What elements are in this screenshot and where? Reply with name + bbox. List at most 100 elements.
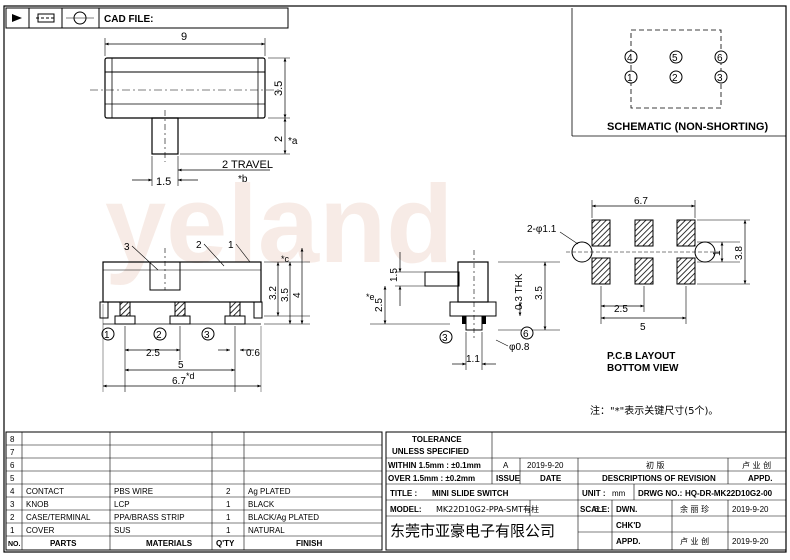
pcb-title-1: P.C.B LAYOUT	[607, 351, 675, 362]
title-value: MINI SLIDE SWITCH	[432, 489, 509, 498]
bom-header-qty: Q'TY	[216, 539, 235, 548]
side-view: 1.5 *e 2.5 3.5 0.3 THK 3 6 φ0.8 1.1	[366, 250, 560, 370]
bom-row-material: PPA/BRASS STRIP	[114, 513, 185, 522]
row-no-8: 8	[10, 435, 15, 444]
cad-file-header: CAD FILE:	[5, 7, 289, 29]
appd-date: 2019-9-20	[732, 537, 769, 546]
pcb-height-dim: 3.8	[734, 246, 745, 260]
bom-row-part: CONTACT	[26, 487, 64, 496]
drwg-value: HQ-DR-MK22D10G2-00	[685, 489, 773, 498]
model-label: MODEL:	[390, 505, 422, 514]
drwg-label: DRWG NO.:	[638, 489, 682, 498]
pcb-span-dim: 5	[640, 322, 646, 333]
unit-label: UNIT :	[582, 489, 606, 498]
appd-value: 卢 业 创	[680, 536, 709, 546]
bom-row-qty: 1	[226, 500, 231, 509]
dim-3-5: 3.5	[280, 288, 291, 302]
pin-6: 6	[717, 53, 723, 64]
schematic-title: SCHEMATIC (NON-SHORTING)	[607, 121, 768, 133]
front-pin-1: 1	[104, 330, 110, 341]
bom-row-part: CASE/TERMINAL	[26, 513, 91, 522]
issue-label: ISSUE	[496, 474, 521, 483]
callout-2: 2	[196, 240, 202, 251]
callout-3: 3	[124, 242, 130, 253]
top-height-dim: 3.5	[273, 81, 285, 96]
pcb-width-dim: 6.7	[634, 196, 648, 207]
bom-row-finish: BLACK/Ag PLATED	[248, 513, 319, 522]
within-tol: WITHIN 1.5mm : ±0.1mm	[388, 461, 481, 470]
pin-1: 1	[627, 73, 633, 84]
total-dim: 6.7	[172, 376, 186, 387]
pcb-hole-dim: 1	[712, 250, 723, 256]
rev-desc: 初 版	[646, 460, 665, 470]
appd-label: APPD.	[616, 537, 640, 546]
bom-row-qty: 1	[226, 513, 231, 522]
bom-row-finish: NATURAL	[248, 526, 285, 535]
bom-row-no: 1	[10, 526, 15, 535]
pcb-title-2: BOTTOM VIEW	[607, 363, 679, 374]
key-dims-note: 注："*"表示关键尺寸(5个)。	[590, 404, 718, 417]
bom-row-material: LCP	[114, 500, 130, 509]
side-knob-dim: 1.5	[389, 268, 400, 282]
top-view: 9 3.5 2 *a 1.5 2 TRAVEL *b	[90, 31, 298, 188]
bom-row-material: PBS WIRE	[114, 487, 153, 496]
thk-label: 0.3 THK	[514, 273, 525, 310]
side-height-dim: 2.5	[374, 298, 385, 312]
bom-row-part: COVER	[26, 526, 55, 535]
tolerance-label: TOLERANCE	[412, 435, 462, 444]
bom-table: 8 7 6 5 4 CONTACT PBS WIRE 2 Ag PLATED 3…	[5, 431, 383, 551]
scale-value: 6:1	[594, 505, 606, 514]
note-d: *d	[186, 371, 195, 381]
schematic: 4 5 6 1 2 3 SCHEMATIC (NON-SHORTING)	[571, 8, 786, 137]
date-label: DATE	[540, 474, 562, 483]
note-b: *b	[238, 174, 248, 185]
bom-row-no: 4	[10, 487, 15, 496]
pitch-dim: 2.5	[146, 348, 160, 359]
pin-2: 2	[672, 73, 678, 84]
unit-value: mm	[612, 489, 626, 498]
callout-1: 1	[228, 240, 234, 251]
front-pin-2: 2	[156, 330, 162, 341]
bom-row-qty: 1	[226, 526, 231, 535]
appd-header: APPD.	[748, 474, 772, 483]
sheet-border	[3, 5, 787, 553]
over-tol: OVER 1.5mm : ±0.2mm	[388, 474, 475, 483]
dwn-label: DWN.	[616, 505, 637, 514]
bom-row-no: 2	[10, 513, 15, 522]
pin-3: 3	[717, 73, 723, 84]
bom-row-no: 3	[10, 500, 15, 509]
travel-label: 2 TRAVEL	[222, 159, 273, 171]
front-view: 3 2 1 *c 3.2 3.5 4 1 2 3 2.5 0.6	[99, 240, 310, 392]
pin-4: 4	[627, 53, 633, 64]
side-pin-3: 3	[442, 333, 448, 344]
knob-height-dim: 2	[273, 136, 285, 142]
scale-label: SCALE:	[580, 505, 610, 514]
desc-header: DESCRIPTIONS OF REVISION	[602, 474, 716, 483]
pcb-layout: 2-φ1.1 6.7 1 3.8 2.5 5 P.C.B LAYOUT BOTT…	[527, 196, 750, 374]
note-c: *c	[281, 254, 290, 264]
row-no-7: 7	[10, 448, 15, 457]
bom-row-qty: 2	[226, 487, 231, 496]
note-a: *a	[288, 136, 298, 147]
dim-4: 4	[292, 292, 303, 298]
hole-dim: φ0.8	[509, 342, 530, 353]
pcb-pitch-dim: 2.5	[614, 304, 628, 315]
projection-arrow-icon	[12, 14, 22, 22]
bom-header-finish: FINISH	[296, 539, 322, 548]
title-label: TITLE :	[390, 489, 417, 498]
bom-row-finish: Ag PLATED	[248, 487, 291, 496]
bom-row-part: KNOB	[26, 500, 49, 509]
pin-width-dim: 0.6	[246, 348, 260, 359]
note-e: *e	[366, 292, 375, 302]
unless-label: UNLESS SPECIFIED	[392, 447, 469, 456]
span-dim: 5	[178, 360, 184, 371]
pin-5: 5	[672, 53, 678, 64]
front-pin-3: 3	[204, 330, 210, 341]
pcb-holes-label: 2-φ1.1	[527, 224, 557, 235]
dwn-value: 余 丽 珍	[680, 504, 709, 514]
dwn-date: 2019-9-20	[732, 505, 769, 514]
model-value: MK22D10G2-PPA-SMT有柱	[436, 504, 539, 514]
bom-row-material: SUS	[114, 526, 130, 535]
company-name: 东莞市亚豪电子有限公司	[390, 522, 555, 540]
